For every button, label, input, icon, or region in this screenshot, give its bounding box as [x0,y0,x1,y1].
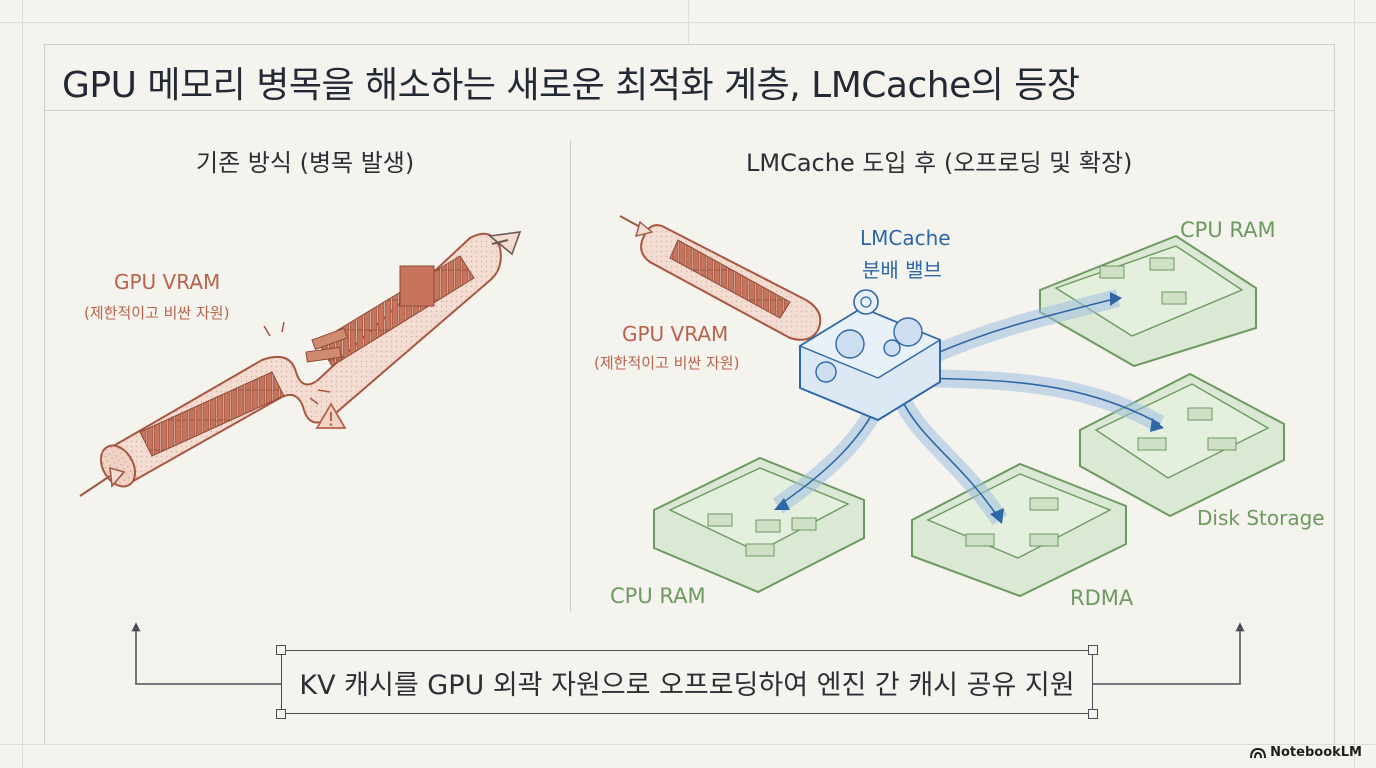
branding-text: NotebookLM [1270,745,1362,760]
disk-storage-label: Disk Storage [1197,506,1325,530]
warning-icon [315,402,347,429]
left-vram-label: GPU VRAM [114,270,221,294]
frame-line [44,44,1334,45]
lmcache-valve [798,289,942,422]
vram-tube-small [619,215,822,341]
bracket-arrows [131,622,1245,685]
branding: NotebookLM [1250,745,1362,760]
box-corner [276,709,286,719]
storage-box-cpu-ram-bottom [653,456,865,594]
right-vram-label: GPU VRAM [622,322,729,346]
valve-label-line1: LMCache [860,226,951,250]
box-corner [276,645,286,655]
rdma-label: RDMA [1070,586,1134,610]
kv-cache-blocks [139,255,475,457]
box-corner [1088,645,1098,655]
valve-label-line2: 분배 밸브 [862,258,942,282]
frame-line [0,744,1376,745]
box-corner [1088,709,1098,719]
frame-line [1354,0,1355,768]
left-vram-sublabel: (제한적이고 비싼 자원) [84,304,230,322]
bottleneck-tube [79,231,522,497]
notebooklm-logo-icon [1250,747,1267,758]
frame-line [1334,44,1335,744]
frame-line [22,0,23,768]
frame-line [44,110,1334,111]
frame-line [44,44,45,744]
cpu-ram-top-label: CPU RAM [1180,218,1276,242]
storage-box-cpu-ram-top [1039,234,1257,368]
bottom-caption-box: KV 캐시를 GPU 외곽 자원으로 오프로딩하여 엔진 간 캐시 공유 지원 [281,650,1093,714]
page-title: GPU 메모리 병목을 해소하는 새로운 최적화 계층, LMCache의 등장 [62,65,1080,106]
panel-divider [570,140,571,612]
right-panel-heading: LMCache 도입 후 (오프로딩 및 확장) [746,149,1133,177]
right-vram-sublabel: (제한적이고 비싼 자원) [594,354,740,372]
frame-line [688,0,689,44]
left-panel-heading: 기존 방식 (병목 발생) [196,149,415,177]
bottom-caption: KV 캐시를 GPU 외곽 자원으로 오프로딩하여 엔진 간 캐시 공유 지원 [299,669,1075,701]
cpu-ram-bottom-label: CPU RAM [610,584,706,608]
storage-box-rdma [911,462,1127,598]
